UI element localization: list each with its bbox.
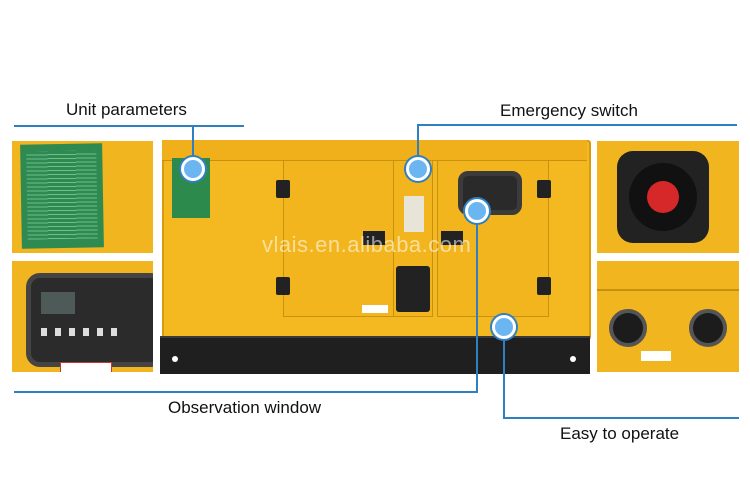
latch <box>537 180 551 198</box>
easy-to-operate-marker <box>492 315 516 339</box>
easy-to-operate-photo <box>597 261 739 372</box>
generator-roof <box>162 140 587 161</box>
port-left <box>609 309 647 347</box>
unit-parameters-label: Unit parameters <box>66 100 187 119</box>
warning-sticker <box>60 362 112 372</box>
unit-parameters-photo <box>12 141 153 253</box>
control-panel-display <box>26 273 153 367</box>
latch <box>537 277 551 295</box>
emergency-stop-button <box>647 181 679 213</box>
unit-parameters-rule <box>14 125 244 127</box>
observation-window-label: Observation window <box>168 398 322 417</box>
latch <box>276 277 290 295</box>
emergency-switch-rule <box>417 124 737 126</box>
unit-parameters-marker <box>181 157 205 181</box>
divider-line <box>597 289 739 291</box>
port-label <box>641 351 671 361</box>
observation-window-connector <box>476 210 478 392</box>
center-lock <box>396 266 430 312</box>
easy-to-operate-rule <box>503 417 739 419</box>
door-handle-right <box>441 231 463 245</box>
watermark: vlais.en.alibaba.com <box>262 232 472 257</box>
parameter-plate <box>20 143 104 249</box>
observation-window-marker <box>465 199 489 223</box>
bottom-label <box>362 305 388 313</box>
latch <box>276 180 290 198</box>
observation-window-photo <box>12 261 153 372</box>
easy-to-operate-label: Easy to operate <box>560 424 680 443</box>
emergency-stop-housing <box>617 151 709 243</box>
easy-to-operate-connector <box>503 327 505 418</box>
center-warning-labels <box>404 196 424 232</box>
port-right <box>689 309 727 347</box>
emergency-switch-photo <box>597 141 739 253</box>
observation-window-rule <box>14 391 478 393</box>
emergency-switch-marker <box>406 157 430 181</box>
unit-parameters-connector <box>192 125 194 167</box>
generator-base <box>160 336 590 374</box>
emergency-switch-label: Emergency switch <box>500 101 638 120</box>
door-handle-left <box>363 231 385 245</box>
emergency-switch-connector <box>417 124 419 168</box>
